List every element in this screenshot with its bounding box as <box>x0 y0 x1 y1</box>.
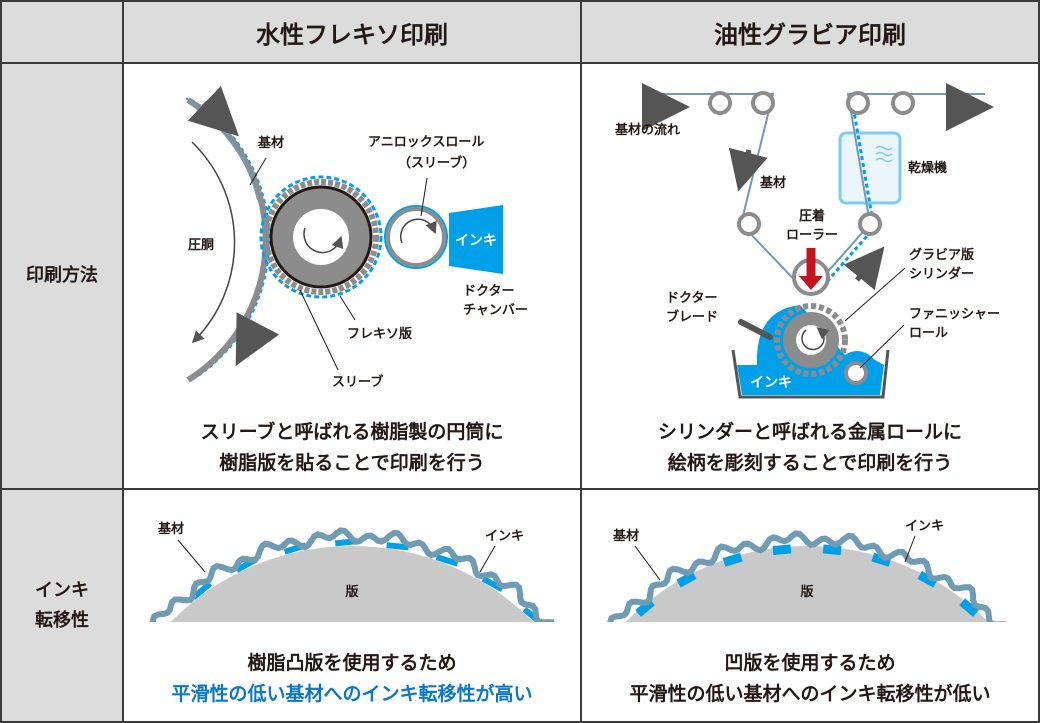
guide-roller <box>846 91 870 115</box>
caption-highlight: 平滑性の低い基材へのインキ転移性が高い <box>171 683 533 705</box>
ink-cell <box>917 571 938 588</box>
label-blade: ブレード <box>666 309 718 325</box>
caption-line: 樹脂版を貼ることで印刷を行う <box>219 452 485 474</box>
flexo-transfer-diagram <box>149 527 555 622</box>
caption-line: 樹脂凸版を使用するため <box>247 652 457 674</box>
ink-dot <box>435 554 459 567</box>
flow-arrow-icon <box>728 147 768 192</box>
impression-rotation-arrow <box>191 141 236 344</box>
label-ink: インキ <box>750 375 792 391</box>
gravure-caption: シリンダーと呼ばれる金属ロールに絵柄を彫刻することで印刷を行う <box>580 417 1040 479</box>
relief-plate <box>170 545 534 622</box>
label-anilox-sleeve: （スリーブ） <box>398 155 475 171</box>
label-chamber: チャンバー <box>463 303 528 318</box>
guide-roller <box>858 212 882 236</box>
label-dryer: 乾燥機 <box>908 160 947 176</box>
dryer-icon <box>838 131 902 205</box>
guide-roller <box>708 91 732 115</box>
label-substrate: 基材 <box>759 175 786 191</box>
caption-line: 平滑性の低い基材へのインキ転移性が低い <box>629 683 991 705</box>
guide-roller <box>751 91 775 115</box>
pressure-arrow-icon <box>799 276 823 290</box>
label-press: 圧着 <box>799 208 825 224</box>
flexo-plate <box>263 179 379 295</box>
ink-cell <box>722 552 743 567</box>
doctor-chamber <box>449 205 503 274</box>
label-substrate: 基材 <box>257 135 284 151</box>
label-anilox: アニロックスロール <box>368 135 484 150</box>
guide-roller <box>891 91 915 115</box>
corner-cell <box>0 0 124 64</box>
row-label: 印刷方法 <box>26 265 98 286</box>
label-flexo-plate: フレキソ版 <box>347 326 412 342</box>
label-sleeve: スリーブ <box>332 374 383 390</box>
intaglio-plate <box>625 545 989 622</box>
header-flexo: 水性フレキソ印刷 <box>122 0 582 64</box>
gravure-transfer-caption: 凹版を使用するため平滑性の低い基材へのインキ転移性が低い <box>580 648 1040 710</box>
ink-cell <box>871 552 892 567</box>
gravure-transfer-diagram <box>607 530 1008 622</box>
caption-line: 絵柄を彫刻することで印刷を行う <box>667 452 953 474</box>
label-roller: ローラー <box>786 228 838 243</box>
caption-line: スリーブと呼ばれる樹脂製の円筒に <box>200 421 504 443</box>
flow-arrow-icon <box>235 312 280 366</box>
label-plate: 版 <box>345 584 358 600</box>
ink-dot <box>191 581 213 600</box>
flexo-transfer-caption: 樹脂凸版を使用するため平滑性の低い基材へのインキ転移性が高い <box>122 648 582 710</box>
label-substrate-flow: 基材の流れ <box>614 122 680 138</box>
label-cylinder: シリンダー <box>909 266 974 282</box>
substrate-wave <box>607 530 1008 622</box>
ink-tank <box>731 349 890 399</box>
ink-cell <box>959 598 979 617</box>
flexo-caption: スリーブと呼ばれる樹脂製の円筒に樹脂版を貼ることで印刷を行う <box>122 417 582 479</box>
label-substrate: 基材 <box>612 528 639 544</box>
header-gravure: 油性グラビア印刷 <box>580 0 1040 64</box>
label-impression-cylinder: 圧胴 <box>188 238 214 253</box>
row-label-2: 転移性 <box>35 609 89 631</box>
flow-arrow-icon <box>187 85 240 137</box>
substrate-wave <box>149 527 555 622</box>
label-doctor: ドクター <box>463 284 514 299</box>
cell-gravure-transfer <box>580 488 1040 723</box>
ink-label: インキ <box>455 233 497 249</box>
gravure-cylinder <box>774 303 848 377</box>
row-header-ink-transfer: インキ転移性 <box>0 488 124 723</box>
ink-dot <box>481 576 504 592</box>
ink-on-plate <box>259 175 383 299</box>
label-doctor: ドクター <box>666 291 717 306</box>
label-gravure-plate: グラビア版 <box>909 247 974 263</box>
flexo-diagram: インキ 基材 圧胴 アニロックスロール （スリーブ） ドクター チャンバー フレ… <box>185 85 528 390</box>
label-ink: インキ <box>905 519 944 534</box>
rotation-arrow-icon <box>801 327 830 351</box>
finisher-roll <box>844 361 868 385</box>
rotation-arrow-icon <box>303 227 344 254</box>
caption-line: 凹版を使用するため <box>724 652 896 674</box>
ink-cell <box>772 544 792 556</box>
label-roll: ロール <box>909 326 948 341</box>
row-label-1: インキ <box>35 579 89 601</box>
engraved-cells <box>635 544 979 617</box>
flow-arrow-icon <box>843 246 885 291</box>
label-substrate: 基材 <box>157 521 184 537</box>
anilox-roll <box>384 205 448 269</box>
gravure-diagram: 基材の流れ 基材 乾燥機 圧着 ローラー グラビア版 シリンダー ドクター ブレ… <box>614 83 1000 399</box>
label-finisher: ファニッシャー <box>909 307 1000 322</box>
ink-cell <box>676 571 697 588</box>
label-plate: 版 <box>800 584 813 600</box>
caption-line: シリンダーと呼ばれる金属ロールに <box>657 421 962 443</box>
doctor-blade <box>738 319 773 340</box>
rotation-arrow-icon <box>399 218 437 244</box>
label-ink: インキ <box>485 529 524 544</box>
guide-roller <box>737 212 761 236</box>
